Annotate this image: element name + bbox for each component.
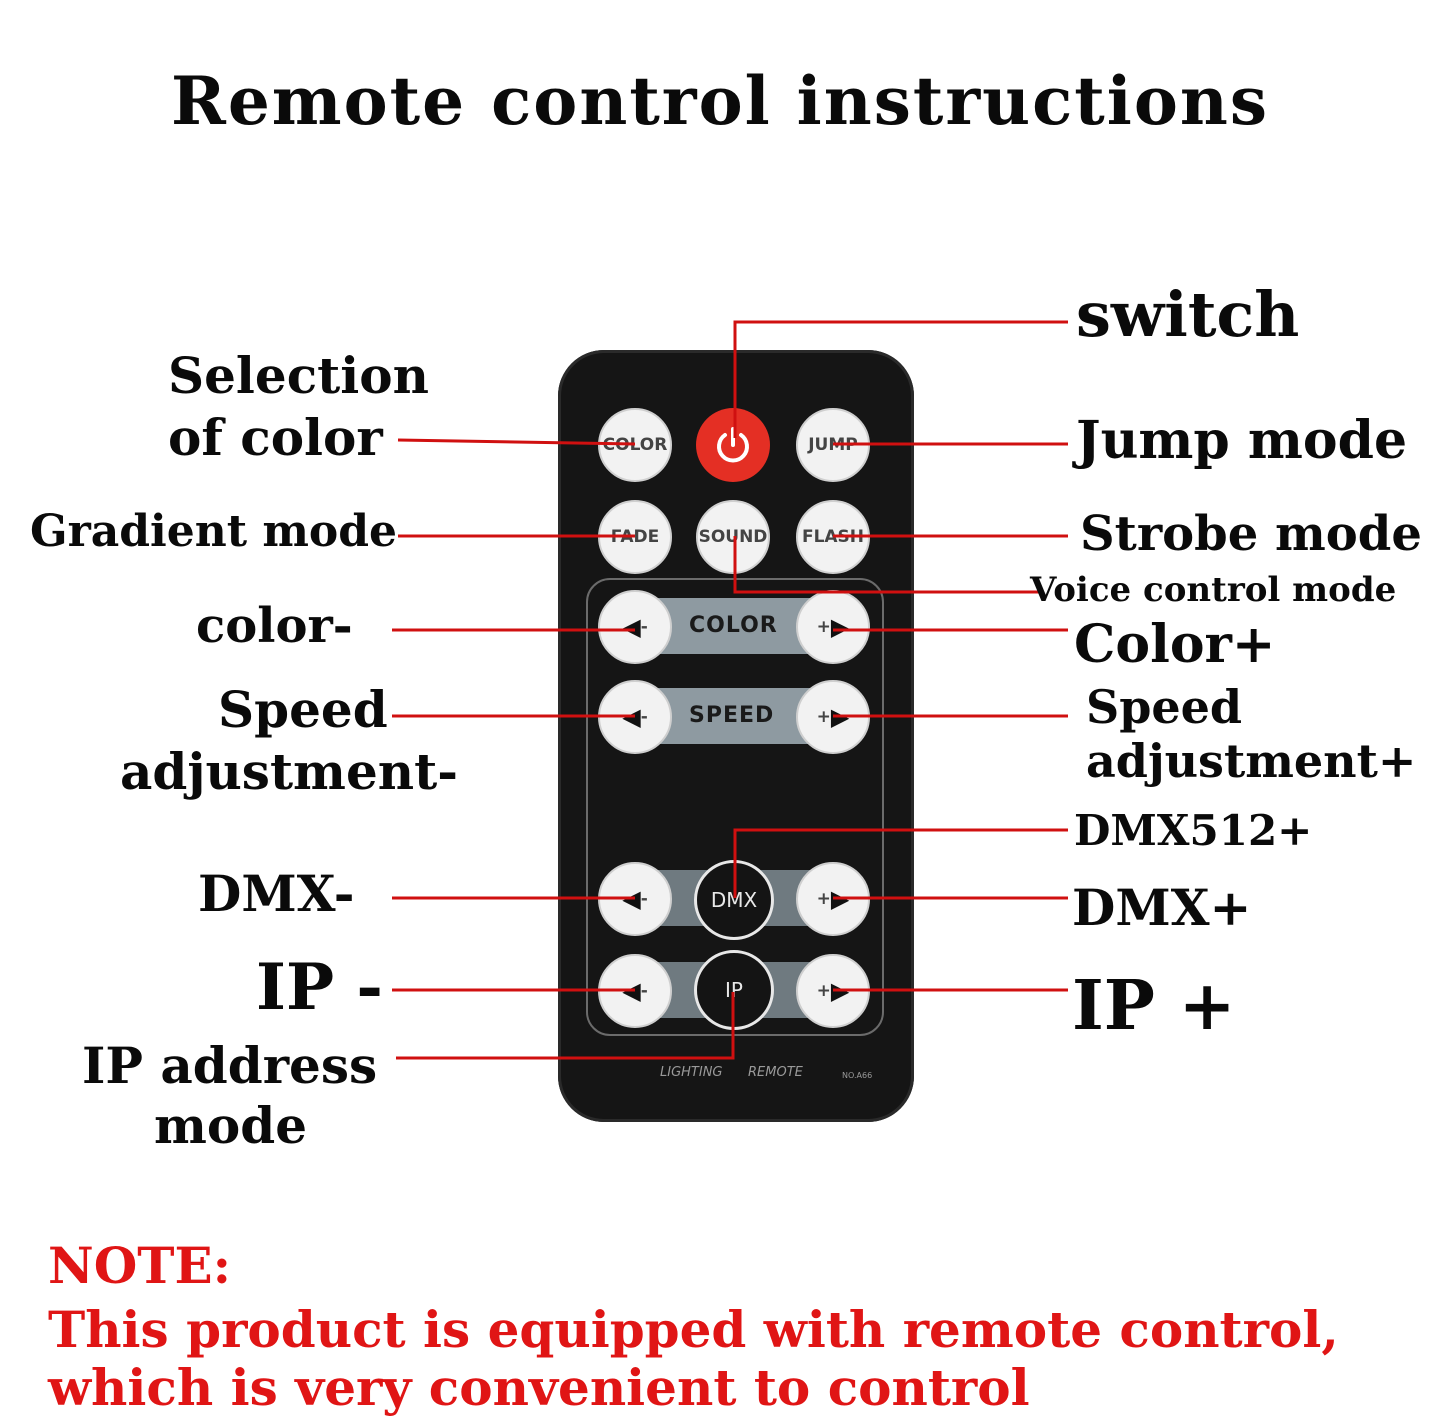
- page-title: Remote control instructions: [170, 62, 1270, 140]
- label-speed-minus-line1: Speed: [218, 680, 388, 739]
- leader-switch: [733, 320, 1068, 438]
- brand-remote: REMOTE: [748, 1065, 803, 1080]
- model-number: NO.A66: [842, 1071, 873, 1080]
- label-dmx-minus: DMX-: [198, 864, 355, 923]
- label-strobe-mode: Strobe mode: [1080, 506, 1422, 562]
- sound-button[interactable]: SOUND: [696, 500, 770, 574]
- brand-lighting: LIGHTING: [660, 1065, 723, 1080]
- color-plus-button[interactable]: +▶: [796, 590, 870, 664]
- label-dmx-plus: DMX+: [1072, 878, 1252, 937]
- note-heading: NOTE:: [48, 1236, 232, 1295]
- label-ip-address-line1: IP address: [82, 1036, 378, 1095]
- right-arrow-icon: ▶: [830, 613, 850, 641]
- label-voice-control-mode: Voice control mode: [1030, 570, 1397, 610]
- label-selection-line2: of color: [168, 408, 383, 467]
- label-color-minus: color-: [196, 598, 353, 654]
- label-jump-mode: Jump mode: [1076, 410, 1408, 471]
- note-line-2: which is very convenient to control: [48, 1358, 1030, 1417]
- label-gradient-mode: Gradient mode: [30, 506, 398, 557]
- color-button[interactable]: COLOR: [598, 408, 672, 482]
- note-line-1: This product is equipped with remote con…: [48, 1300, 1339, 1359]
- label-ip-plus: IP +: [1072, 966, 1236, 1046]
- label-speed-plus-line1: Speed: [1086, 680, 1243, 734]
- label-speed-plus-line2: adjustment+: [1086, 734, 1417, 788]
- label-ip-address-line2: mode: [154, 1096, 308, 1155]
- speed-strip-label: SPEED: [689, 703, 775, 728]
- left-arrow-icon: ◀: [622, 613, 641, 641]
- color-minus-button[interactable]: ◀-: [598, 590, 672, 664]
- leader-selection-color: [397, 438, 636, 446]
- color-strip-label: COLOR: [689, 613, 778, 638]
- leader-voice-control: [733, 536, 1042, 594]
- power-icon: [717, 427, 749, 463]
- label-ip-minus: IP -: [256, 950, 383, 1025]
- label-switch: switch: [1076, 278, 1300, 351]
- ip-button[interactable]: IP: [694, 950, 774, 1030]
- leader-ip-address: [396, 992, 735, 1060]
- label-dmx512-plus: DMX512+: [1074, 806, 1313, 855]
- label-speed-minus-line2: adjustment-: [120, 742, 458, 801]
- leader-dmx512-plus: [733, 828, 1068, 898]
- label-selection-line1: Selection: [168, 346, 429, 405]
- label-color-plus: Color+: [1074, 614, 1276, 675]
- power-button[interactable]: [696, 408, 770, 482]
